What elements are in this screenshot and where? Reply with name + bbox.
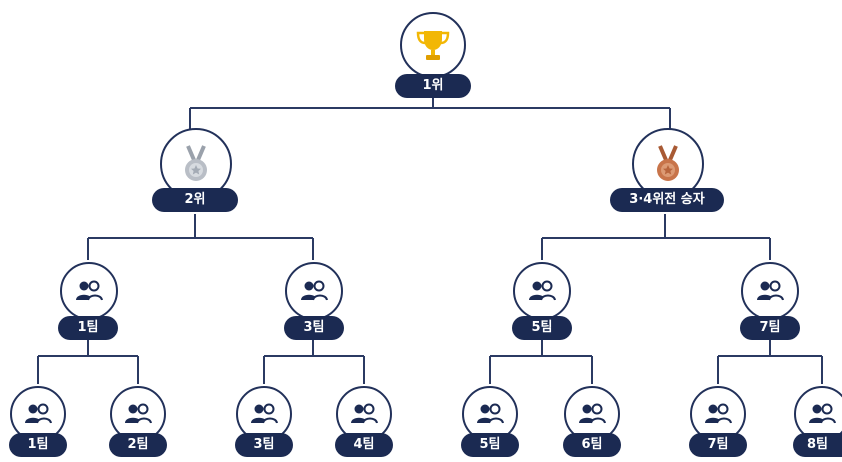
semi-circle: [741, 262, 799, 320]
team-circle: [690, 386, 746, 442]
first-place-circle: [400, 12, 466, 78]
semi-label: 5팀: [512, 316, 572, 340]
team-label: 2팀: [109, 433, 167, 457]
team-icon: [23, 402, 53, 426]
team-icon: [123, 402, 153, 426]
semi-label: 3팀: [284, 316, 344, 340]
team-label: 7팀: [689, 433, 747, 457]
team-label: 4팀: [335, 433, 393, 457]
team-circle: [236, 386, 292, 442]
team-label: 8팀: [793, 433, 842, 457]
team-icon: [577, 402, 607, 426]
first-place-label: 1위: [395, 74, 471, 98]
team-icon: [807, 402, 837, 426]
silver-medal-icon: [175, 143, 217, 185]
team-icon: [755, 279, 785, 303]
team-label: 1팀: [9, 433, 67, 457]
team-icon: [475, 402, 505, 426]
semi-circle: [513, 262, 571, 320]
team-circle: [10, 386, 66, 442]
team-label: 3팀: [235, 433, 293, 457]
team-icon: [349, 402, 379, 426]
second-place-label: 2위: [152, 188, 238, 212]
third-fourth-winner-label: 3·4위전 승자: [610, 188, 724, 212]
team-icon: [299, 279, 329, 303]
semi-label: 1팀: [58, 316, 118, 340]
team-icon: [703, 402, 733, 426]
semi-label: 7팀: [740, 316, 800, 340]
team-icon: [527, 279, 557, 303]
team-icon: [74, 279, 104, 303]
trophy-icon: [413, 25, 453, 65]
team-icon: [249, 402, 279, 426]
semi-circle: [60, 262, 118, 320]
team-label: 6팀: [563, 433, 621, 457]
semi-circle: [285, 262, 343, 320]
bronze-medal-icon: [647, 143, 689, 185]
team-label: 5팀: [461, 433, 519, 457]
